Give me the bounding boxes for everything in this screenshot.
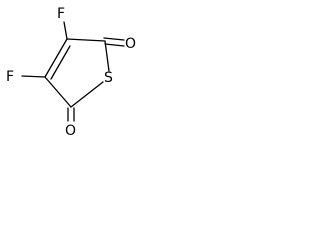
ring-bonds	[44, 38, 110, 108]
atom-sulfur: S	[104, 70, 113, 86]
bond-c3-o-top-2	[104, 43, 125, 47]
bond-c1-f-top	[63, 21, 68, 40]
bond-c2-c4	[44, 76, 72, 108]
substituent-bonds	[21, 21, 125, 122]
atom-fluorine-top: F	[57, 6, 65, 22]
bond-s-c4	[70, 81, 104, 108]
atom-fluorine-left: F	[6, 69, 14, 85]
bond-c3-s	[104, 40, 110, 72]
atom-oxygen-bottom: O	[65, 123, 76, 139]
bond-c2-f-left	[21, 75, 46, 78]
bond-c1-c2-outer	[44, 38, 68, 78]
bond-c3-o-top-1	[103, 37, 125, 41]
bond-c1-c3	[66, 38, 106, 42]
atom-oxygen-top: O	[125, 36, 136, 52]
bond-c1-c2-inner	[50, 45, 71, 80]
molecule-structure-diagram: F F O S O	[6, 6, 136, 139]
atom-labels: F F O S O	[6, 6, 136, 139]
